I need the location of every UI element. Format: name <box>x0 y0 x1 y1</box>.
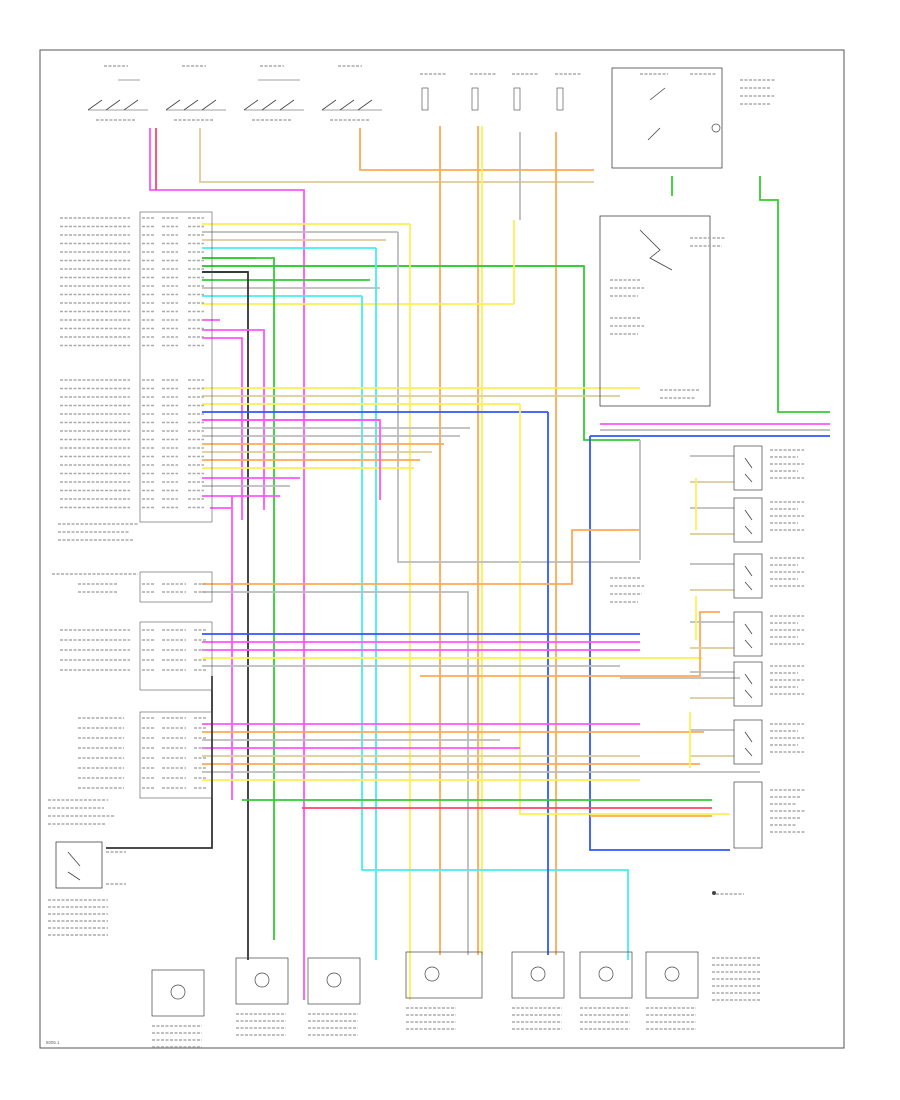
actuator-icon <box>424 966 440 982</box>
switch-contact <box>243 99 295 111</box>
switch-contact <box>165 99 217 111</box>
motor-icon <box>530 966 546 982</box>
wire-blue <box>589 436 730 851</box>
motor-box <box>307 957 361 1005</box>
sensor-contact <box>744 623 753 649</box>
sensor-block <box>733 497 763 543</box>
module-box <box>599 215 711 407</box>
sensor-contact <box>744 509 753 535</box>
wire-black <box>202 271 249 960</box>
sensor-block <box>733 611 763 657</box>
switch-contact <box>87 99 139 111</box>
connector-outline <box>139 711 213 799</box>
relay-box <box>55 841 103 889</box>
sensor-block <box>733 661 763 707</box>
wire-pink <box>149 128 305 1000</box>
label-layer <box>48 65 806 1048</box>
wire-green <box>202 257 275 940</box>
wire-orange <box>359 128 594 171</box>
wire-pink <box>202 337 243 520</box>
diagram-frame <box>39 49 845 1049</box>
connector-outline <box>139 621 213 691</box>
wire-black <box>106 676 213 849</box>
connector-outline <box>139 211 213 523</box>
relay-contact <box>647 87 666 141</box>
wire-layer <box>106 126 830 1000</box>
sensor-contact <box>744 673 753 699</box>
wire-pink <box>202 419 381 500</box>
connector-box <box>151 969 205 1017</box>
module-switch <box>639 229 673 271</box>
fuse-icon <box>556 87 564 111</box>
switch-contact <box>321 99 373 111</box>
sensor-box <box>645 951 699 999</box>
sensor-block <box>733 445 763 491</box>
sensor-contact <box>744 731 753 757</box>
sensor-block <box>733 781 763 849</box>
sensor-icon <box>664 966 680 982</box>
wire-green <box>202 265 640 441</box>
wire-gray <box>202 591 469 955</box>
page-reference: 8005.1 <box>46 1040 60 1045</box>
wire-orange <box>202 529 640 585</box>
wire-orange <box>420 611 720 677</box>
sensor-block <box>733 553 763 599</box>
ground-icon <box>712 891 716 895</box>
fuse-icon <box>513 87 521 111</box>
sensor-contact <box>744 565 753 591</box>
wire-gray <box>397 232 640 563</box>
sensor-contact <box>744 457 753 483</box>
wire-green <box>759 176 830 413</box>
motor-icon <box>254 972 270 988</box>
sensor-icon <box>598 966 614 982</box>
sensor-box <box>579 951 633 999</box>
component-layer <box>55 67 763 1017</box>
fuse-icon <box>471 87 479 111</box>
connector-outline <box>139 571 213 603</box>
fuse-icon <box>421 87 429 111</box>
actuator-box <box>405 951 483 999</box>
connector-icon <box>170 984 186 1000</box>
motor-box <box>235 957 289 1005</box>
relay-block <box>611 67 723 169</box>
wire-pink <box>202 329 265 510</box>
motor-box <box>511 951 565 999</box>
relay-contact <box>67 851 81 881</box>
wire-cyan <box>361 296 629 960</box>
relay-coil-icon <box>711 123 721 133</box>
wire-yellow <box>519 404 730 815</box>
sensor-block <box>733 719 763 765</box>
wire-tan <box>199 128 594 183</box>
motor-icon <box>326 972 342 988</box>
